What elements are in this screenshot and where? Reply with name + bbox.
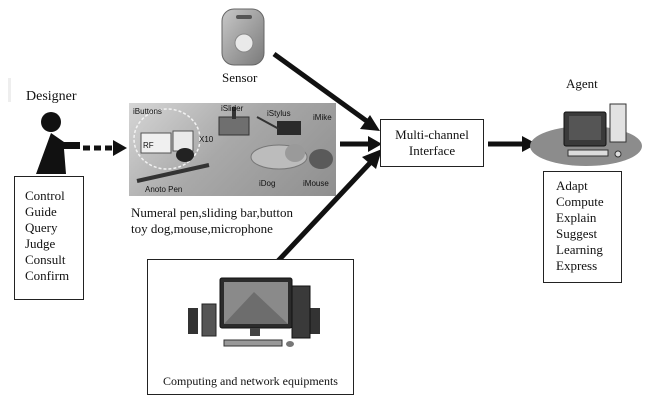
designer-figure-icon: [36, 112, 80, 174]
interface-line2: Interface: [408, 143, 456, 158]
action-confirm: Confirm: [25, 268, 70, 283]
devices-caption-line2: toy dog,mouse,microphone: [131, 221, 273, 236]
device-label-idog: iDog: [259, 179, 276, 188]
capability-adapt: Adapt: [556, 178, 588, 193]
action-consult: Consult: [25, 252, 66, 267]
device-label-imike: iMike: [313, 113, 332, 122]
designer-to-devices-arrow: [83, 140, 127, 156]
devices-to-interface-arrow: [340, 136, 382, 152]
capability-learning: Learning: [556, 242, 603, 257]
computing-box: Computing and network equipments: [147, 259, 354, 395]
device-label-x10: X10: [199, 135, 214, 144]
device-label-imouse: iMouse: [303, 179, 329, 188]
device-label-rf: RF: [143, 141, 154, 150]
designer-label: Designer: [26, 89, 77, 104]
devices-caption-line1: Numeral pen,sliding bar,button: [131, 205, 293, 220]
edge-mark: [8, 78, 11, 102]
sensor-to-interface-arrow: [272, 51, 380, 131]
action-control: Control: [25, 188, 65, 203]
interface-to-agent-arrow: [488, 136, 537, 152]
designer-actions-box: Control Guide Query Judge Consult Confir…: [14, 176, 84, 300]
interface-line1: Multi-channel: [395, 127, 469, 142]
agent-capabilities-box: Adapt Compute Explain Suggest Learning E…: [543, 171, 622, 283]
sensor-label: Sensor: [222, 70, 258, 85]
capability-express: Express: [556, 258, 598, 273]
action-query: Query: [25, 220, 58, 235]
device-label-islider: iSlider: [221, 104, 244, 113]
agent-computer-icon: [530, 103, 642, 166]
computing-to-interface-arrow: [276, 149, 382, 263]
action-judge: Judge: [25, 236, 56, 251]
capability-suggest: Suggest: [556, 226, 598, 241]
device-label-istylus: iStylus: [267, 109, 291, 118]
devices-photo: iButtons iSlider iStylus iMike RF X10 iD…: [129, 103, 336, 196]
sensor-device-icon: [221, 8, 265, 66]
device-label-anoto-pen: Anoto Pen: [145, 185, 183, 194]
computer-equipment-icon: [188, 277, 320, 347]
capability-explain: Explain: [556, 210, 597, 225]
device-label-ibuttons: iButtons: [133, 107, 162, 116]
computing-caption: Computing and network equipments: [163, 374, 338, 388]
action-guide: Guide: [25, 204, 57, 219]
agent-label: Agent: [566, 76, 598, 91]
devices-illustration: [133, 107, 333, 183]
interface-box: Multi-channel Interface: [380, 119, 484, 167]
capability-compute: Compute: [556, 194, 604, 209]
